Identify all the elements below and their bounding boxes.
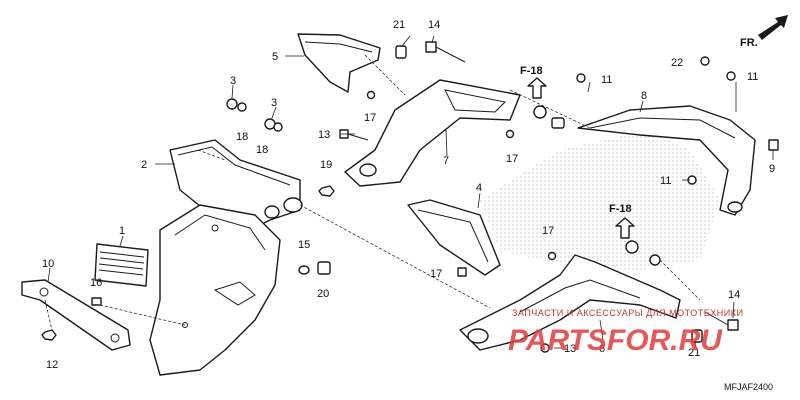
callout-11c: 11 bbox=[660, 175, 671, 187]
part-11-screw-a[interactable] bbox=[576, 73, 586, 83]
callout-16: 16 bbox=[90, 277, 102, 289]
callout-18a: 18 bbox=[236, 131, 248, 143]
part-10-plate-stay[interactable] bbox=[21, 279, 131, 351]
part-14-bolt-low[interactable] bbox=[704, 311, 739, 331]
callout-17d: 17 bbox=[430, 268, 442, 280]
assembly-lines bbox=[44, 54, 701, 331]
part-21-collar-top[interactable] bbox=[395, 45, 407, 59]
callout-20: 20 bbox=[317, 288, 329, 300]
callout-21b: 21 bbox=[688, 347, 700, 359]
ref-arrow-lower bbox=[615, 217, 635, 239]
callout-12: 12 bbox=[46, 359, 58, 371]
part-7-bracket[interactable] bbox=[344, 79, 521, 187]
callout-9: 9 bbox=[769, 163, 775, 175]
part-3-grommet-b[interactable] bbox=[264, 118, 283, 132]
callout-3b: 3 bbox=[271, 97, 277, 109]
callout-7: 7 bbox=[443, 155, 449, 167]
ref-arrow-upper bbox=[527, 77, 547, 99]
callout-numbers: 1 2 3 3 4 5 6 7 8 9 10 11 11 11 12 13 13… bbox=[42, 19, 775, 371]
callout-1: 1 bbox=[119, 225, 125, 237]
part-5-side-cover[interactable] bbox=[297, 33, 381, 93]
direction-label: FR. bbox=[740, 37, 758, 49]
part-1-reflector[interactable] bbox=[94, 243, 149, 287]
part-6-grab-bracket[interactable] bbox=[459, 254, 681, 351]
callout-6: 6 bbox=[599, 343, 605, 355]
part-11-screw-b[interactable] bbox=[726, 71, 736, 81]
callout-21a: 21 bbox=[393, 19, 405, 31]
watermark-tagline: ЗАПЧАСТИ И АКСЕССУАРЫ ДЛЯ МОТОТЕХНИКИ bbox=[512, 308, 743, 318]
diagram-code: MFJAF2400 bbox=[724, 382, 773, 392]
callout-18b: 18 bbox=[256, 144, 268, 156]
callout-13b: 13 bbox=[564, 343, 576, 355]
part-13-bolt-lower[interactable] bbox=[540, 343, 550, 353]
rear-fender[interactable] bbox=[149, 204, 281, 376]
callout-17c: 17 bbox=[542, 225, 554, 237]
ref-label-lower: F-18 bbox=[609, 203, 632, 215]
callout-15: 15 bbox=[298, 239, 310, 251]
ref-label-upper: F-18 bbox=[520, 65, 543, 77]
part-9-clip[interactable] bbox=[768, 139, 779, 151]
part-12-nut[interactable] bbox=[41, 329, 57, 341]
part-16-bolt[interactable] bbox=[91, 297, 102, 306]
callout-2: 2 bbox=[141, 159, 147, 171]
callout-17b: 17 bbox=[506, 153, 518, 165]
part-17-screw-upper[interactable] bbox=[366, 90, 376, 100]
leader-lines bbox=[47, 35, 774, 349]
callout-19: 19 bbox=[320, 159, 332, 171]
part-19-nut[interactable] bbox=[318, 185, 335, 197]
part-13-bolt-upper[interactable] bbox=[339, 129, 369, 141]
callout-5: 5 bbox=[272, 51, 278, 63]
callout-11b: 11 bbox=[747, 71, 758, 83]
part-22-screw[interactable] bbox=[700, 56, 710, 66]
part-20-nut[interactable] bbox=[317, 261, 331, 275]
callout-10: 10 bbox=[42, 258, 54, 270]
callout-14b: 14 bbox=[728, 289, 740, 301]
callout-17a: 17 bbox=[364, 112, 376, 124]
callout-13a: 13 bbox=[318, 129, 330, 141]
part-21-collar-low[interactable] bbox=[691, 329, 703, 343]
part-3-grommet-a[interactable] bbox=[226, 98, 247, 112]
watermark-logo: PARTSFOR.RU bbox=[508, 324, 723, 357]
part-15-washer[interactable] bbox=[298, 265, 310, 275]
part-14-bolt-top[interactable] bbox=[425, 41, 466, 63]
part-4-shading bbox=[480, 130, 720, 270]
callout-22: 22 bbox=[671, 57, 683, 69]
callout-4: 4 bbox=[476, 182, 482, 194]
callout-3a: 3 bbox=[230, 75, 236, 87]
part-17-screw-low-a[interactable] bbox=[547, 251, 557, 261]
callout-14a: 14 bbox=[428, 19, 440, 31]
callout-11a: 11 bbox=[601, 74, 612, 86]
part-4-panel[interactable] bbox=[407, 199, 501, 276]
callout-8: 8 bbox=[641, 90, 647, 102]
part-8-seat-cowl[interactable] bbox=[577, 105, 756, 216]
front-direction-arrow-icon bbox=[758, 15, 788, 40]
grommet-set-upper[interactable] bbox=[533, 105, 565, 129]
part-17-screw-mid[interactable] bbox=[505, 129, 515, 139]
part-17-screw-low-b[interactable] bbox=[457, 267, 467, 277]
